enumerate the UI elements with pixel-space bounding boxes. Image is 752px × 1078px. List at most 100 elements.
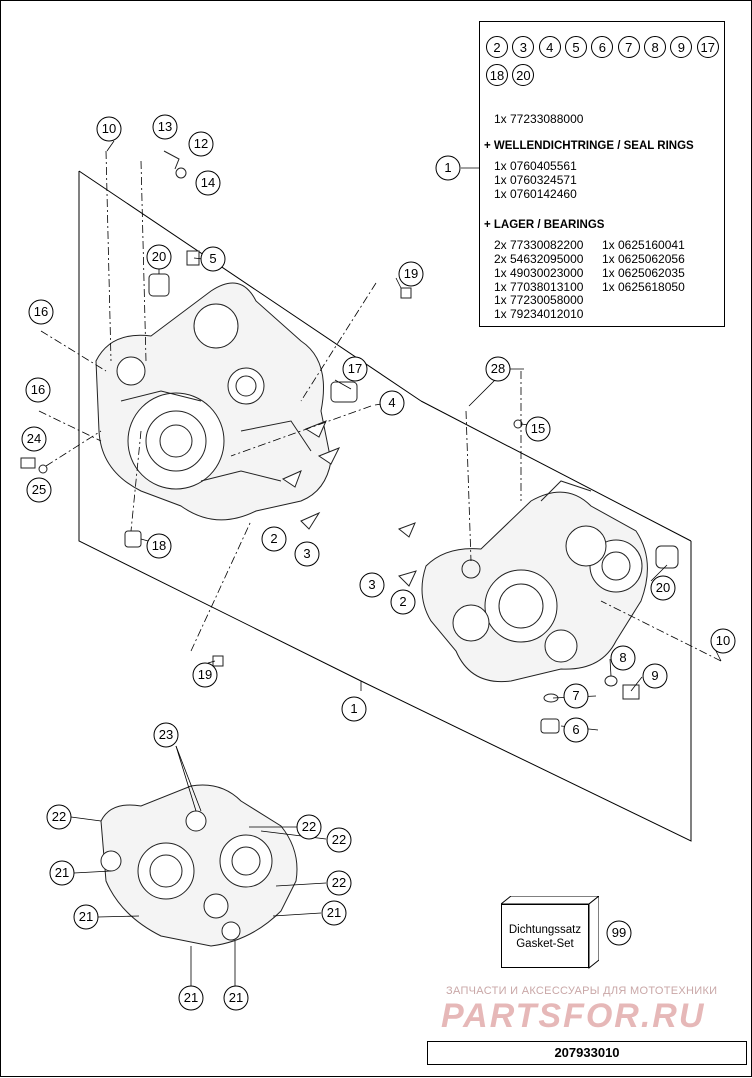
svg-text:16: 16 [31,382,45,397]
callout-21e: 21 [223,985,249,1011]
bearing-line: 2x 54632095000 [494,252,584,266]
callout-1a: 1 [435,155,461,181]
svg-text:7: 7 [572,688,579,703]
kit-number: 17 [696,36,719,58]
plug-6 [540,718,560,734]
bearing-line: 1x 0625618050 [602,280,685,294]
callout-5: 5 [200,246,226,272]
svg-text:5: 5 [209,251,216,266]
callout-19a: 19 [398,261,424,287]
svg-text:9: 9 [651,668,658,683]
svg-text:4: 4 [388,395,395,410]
callout-3b: 3 [359,572,385,598]
svg-text:8: 8 [619,650,626,665]
callout-21b: 21 [73,904,99,930]
callouts: 1 1 2 2 3 3 4 5 6 7 8 9 10 10 12 13 14 1… [21,114,736,1011]
callout-16a: 16 [28,299,54,325]
kit-number: 3 [512,36,535,58]
svg-text:14: 14 [201,175,215,190]
callout-16b: 16 [25,377,51,403]
svg-text:1: 1 [350,701,357,716]
seal-rings-heading: + WELLENDICHTRINGE / SEAL RINGS [484,140,694,152]
bearing-20-right [655,545,679,569]
bearing-18 [124,530,142,548]
callout-24: 24 [21,426,47,452]
svg-text:15: 15 [531,421,545,436]
bearing-line: 1x 77230058000 [494,293,584,307]
svg-text:1: 1 [444,160,451,175]
svg-text:2: 2 [270,531,277,546]
svg-text:19: 19 [404,266,418,281]
kit-number: 4 [538,36,561,58]
callout-21a: 21 [49,860,75,886]
gasket-label-de: Dichtungssatz [508,924,582,936]
svg-text:3: 3 [368,577,375,592]
bearing-line: 2x 77330082200 [494,238,584,252]
callout-2a: 2 [261,526,287,552]
svg-text:22: 22 [332,832,346,847]
svg-text:21: 21 [184,990,198,1005]
assembly-axes [38,150,722,662]
washer-25 [38,464,48,474]
svg-text:22: 22 [332,875,346,890]
callout-19b: 19 [192,662,218,688]
callout-9: 9 [642,663,668,689]
washer-8 [604,675,618,687]
watermark-tagline: ЗАПЧАСТИ И АКСЕССУАРЫ ДЛЯ МОТОТЕХНИКИ [446,985,718,997]
seal-ring-line: 1x 0760324571 [494,173,577,187]
svg-text:23: 23 [159,727,173,742]
seal-ring-line: 1x 0760142460 [494,187,577,201]
bearing-20-left [148,273,170,297]
callout-21d: 21 [178,985,204,1011]
gasket-set-box: Dichtungssatz Gasket-Set [501,896,599,970]
right-crankcase-half [421,480,648,683]
callout-10a: 10 [96,116,122,142]
diagram-code: 207933010 [427,1041,747,1065]
gasket-label: Dichtungssatz Gasket-Set [501,904,589,968]
kit-number: 6 [591,36,614,58]
callout-22c: 22 [326,827,352,853]
small-parts [20,150,679,734]
callout-13: 13 [152,114,178,140]
callout-12: 12 [188,131,214,157]
kit-part-number: 1x 77233088000 [494,112,584,126]
bearing-line: 1x 0625062056 [602,252,685,266]
callout-7: 7 [563,683,589,709]
watermark-logo: PARTSFOR.RU [441,997,706,1035]
callout-3a: 3 [294,541,320,567]
gasket-box-3d [501,896,599,970]
svg-text:22: 22 [302,819,316,834]
bearing-line: 1x 79234012010 [494,307,584,321]
callout-22b: 22 [296,814,322,840]
bearing-line: 1x 77038013100 [494,280,584,294]
gasket-label-en: Gasket-Set [516,938,574,950]
callout-28: 28 [485,356,511,382]
callout-21c: 21 [321,900,347,926]
svg-text:10: 10 [102,121,116,136]
kit-number: 20 [512,64,535,86]
screw-24 [20,457,36,469]
plug-5 [186,250,200,266]
svg-text:2: 2 [399,594,406,609]
svg-text:10: 10 [716,633,730,648]
svg-text:17: 17 [348,361,362,376]
screw-9 [622,684,640,700]
bearing-17 [330,381,358,403]
kit-number: 7 [617,36,640,58]
svg-text:21: 21 [229,990,243,1005]
lever-12 [163,150,180,170]
callout-17: 17 [342,356,368,382]
seal-ring-line: 1x 0760405561 [494,159,577,173]
left-crankcase-half [95,282,332,521]
kit-number: 18 [486,64,508,86]
kit-number: 8 [644,36,667,58]
svg-text:12: 12 [194,136,208,151]
callout-6: 6 [563,717,589,743]
bearings-heading: + LAGER / BEARINGS [484,219,605,231]
kit-number: 5 [565,36,588,58]
callout-22d: 22 [326,870,352,896]
callout-4: 4 [379,390,405,416]
kit-number: 9 [670,36,693,58]
